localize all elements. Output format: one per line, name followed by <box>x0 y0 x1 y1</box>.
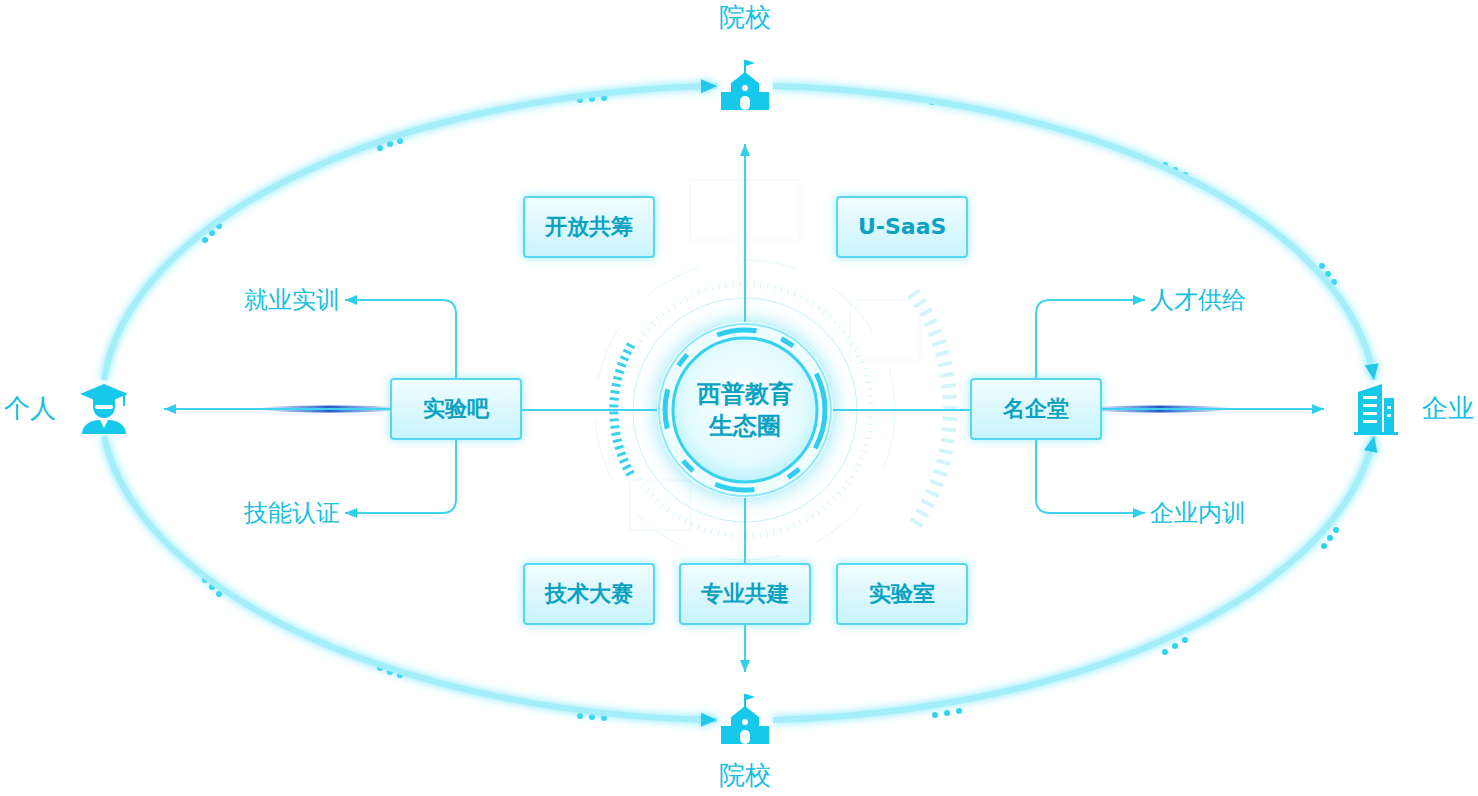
connector-arrow <box>744 625 746 672</box>
connector-arrow <box>164 408 390 410</box>
school-icon-shape <box>721 694 769 744</box>
connector-arrow <box>345 300 456 378</box>
connector-arrow <box>1036 440 1145 513</box>
school-icon <box>717 692 773 748</box>
orbit-dot <box>956 708 962 714</box>
connector-line <box>744 498 746 563</box>
orbit-dot <box>1172 643 1178 649</box>
process-box: 专业共建 <box>679 563 811 625</box>
connector-arrow <box>773 436 1374 720</box>
school-node: 院校 <box>717 692 773 790</box>
orbit-dot <box>577 713 583 719</box>
connector-line <box>833 409 970 411</box>
process-box: 技术大赛 <box>523 563 655 625</box>
orbit-dot <box>1333 527 1339 533</box>
connector-line <box>522 409 657 411</box>
school-icon-shape <box>721 60 769 110</box>
orbit-dot <box>202 237 208 243</box>
outcome-label: 就业实训 <box>244 285 340 315</box>
orbit-dot <box>209 230 215 236</box>
graduate-icon <box>76 380 132 436</box>
node-label: 企业内训 <box>1150 498 1246 528</box>
company-icon-shape <box>1354 384 1398 435</box>
node-label: 企业 <box>1422 393 1474 423</box>
graduate-icon-shape <box>80 384 128 434</box>
node-label: 个人 <box>4 393 56 423</box>
orbit-dot <box>932 712 938 718</box>
node-label: 实验室 <box>858 581 946 607</box>
hub-circle <box>657 322 833 498</box>
outcome-label: 企业内训 <box>1150 498 1246 528</box>
hud-frame <box>630 480 690 530</box>
node-label: 名企堂 <box>992 396 1080 422</box>
hud-ring <box>633 298 857 522</box>
node-label: 就业实训 <box>244 285 340 315</box>
process-box: 开放共筹 <box>523 196 655 258</box>
node-label: 人才供给 <box>1150 285 1246 315</box>
connector-arrow <box>1036 300 1145 378</box>
orbit-dot <box>216 591 222 597</box>
company-icon <box>1346 380 1402 436</box>
process-box: 名企堂 <box>970 378 1102 440</box>
connector-arrow <box>744 144 746 322</box>
school-icon <box>717 58 773 114</box>
orbit-dot <box>1162 649 1168 655</box>
connector-arrow <box>1102 408 1324 410</box>
orbit-dot <box>1321 543 1327 549</box>
node-label: 院校 <box>719 760 771 790</box>
orbit-dot <box>377 145 383 151</box>
node-label: 院校 <box>719 2 771 32</box>
node-label: U-SaaS <box>858 214 946 240</box>
process-box: U-SaaS <box>836 196 968 258</box>
connector-arrow <box>773 86 1374 380</box>
person-node: 个人 <box>4 380 132 436</box>
hub-circle-shape <box>659 324 831 496</box>
node-label: 开放共筹 <box>545 214 633 240</box>
hub-node: 西普教育 生态圈 <box>657 322 833 498</box>
company-node: 企业 <box>1346 380 1474 436</box>
school-node: 院校 <box>717 2 773 114</box>
node-label: 西普教育 生态圈 <box>689 378 801 442</box>
process-box: 实验吧 <box>390 378 522 440</box>
orbit-dot <box>1327 535 1333 541</box>
connector-arrow <box>104 86 717 380</box>
orbit-dot <box>1182 637 1188 643</box>
orbit-dot <box>1319 263 1325 269</box>
orbit-dot <box>397 138 403 144</box>
node-label: 技术大赛 <box>545 581 633 607</box>
orbit-dot <box>589 714 595 720</box>
node-label: 专业共建 <box>701 581 789 607</box>
connector-arrow <box>104 436 717 720</box>
node-label: 实验吧 <box>412 396 500 422</box>
outcome-label: 技能认证 <box>244 498 340 528</box>
connector-arrow <box>345 440 456 513</box>
node-label: 技能认证 <box>244 498 340 528</box>
hud-frame <box>850 300 920 360</box>
orbit-dot <box>944 710 950 716</box>
outcome-label: 人才供给 <box>1150 285 1246 315</box>
process-box: 实验室 <box>836 563 968 625</box>
